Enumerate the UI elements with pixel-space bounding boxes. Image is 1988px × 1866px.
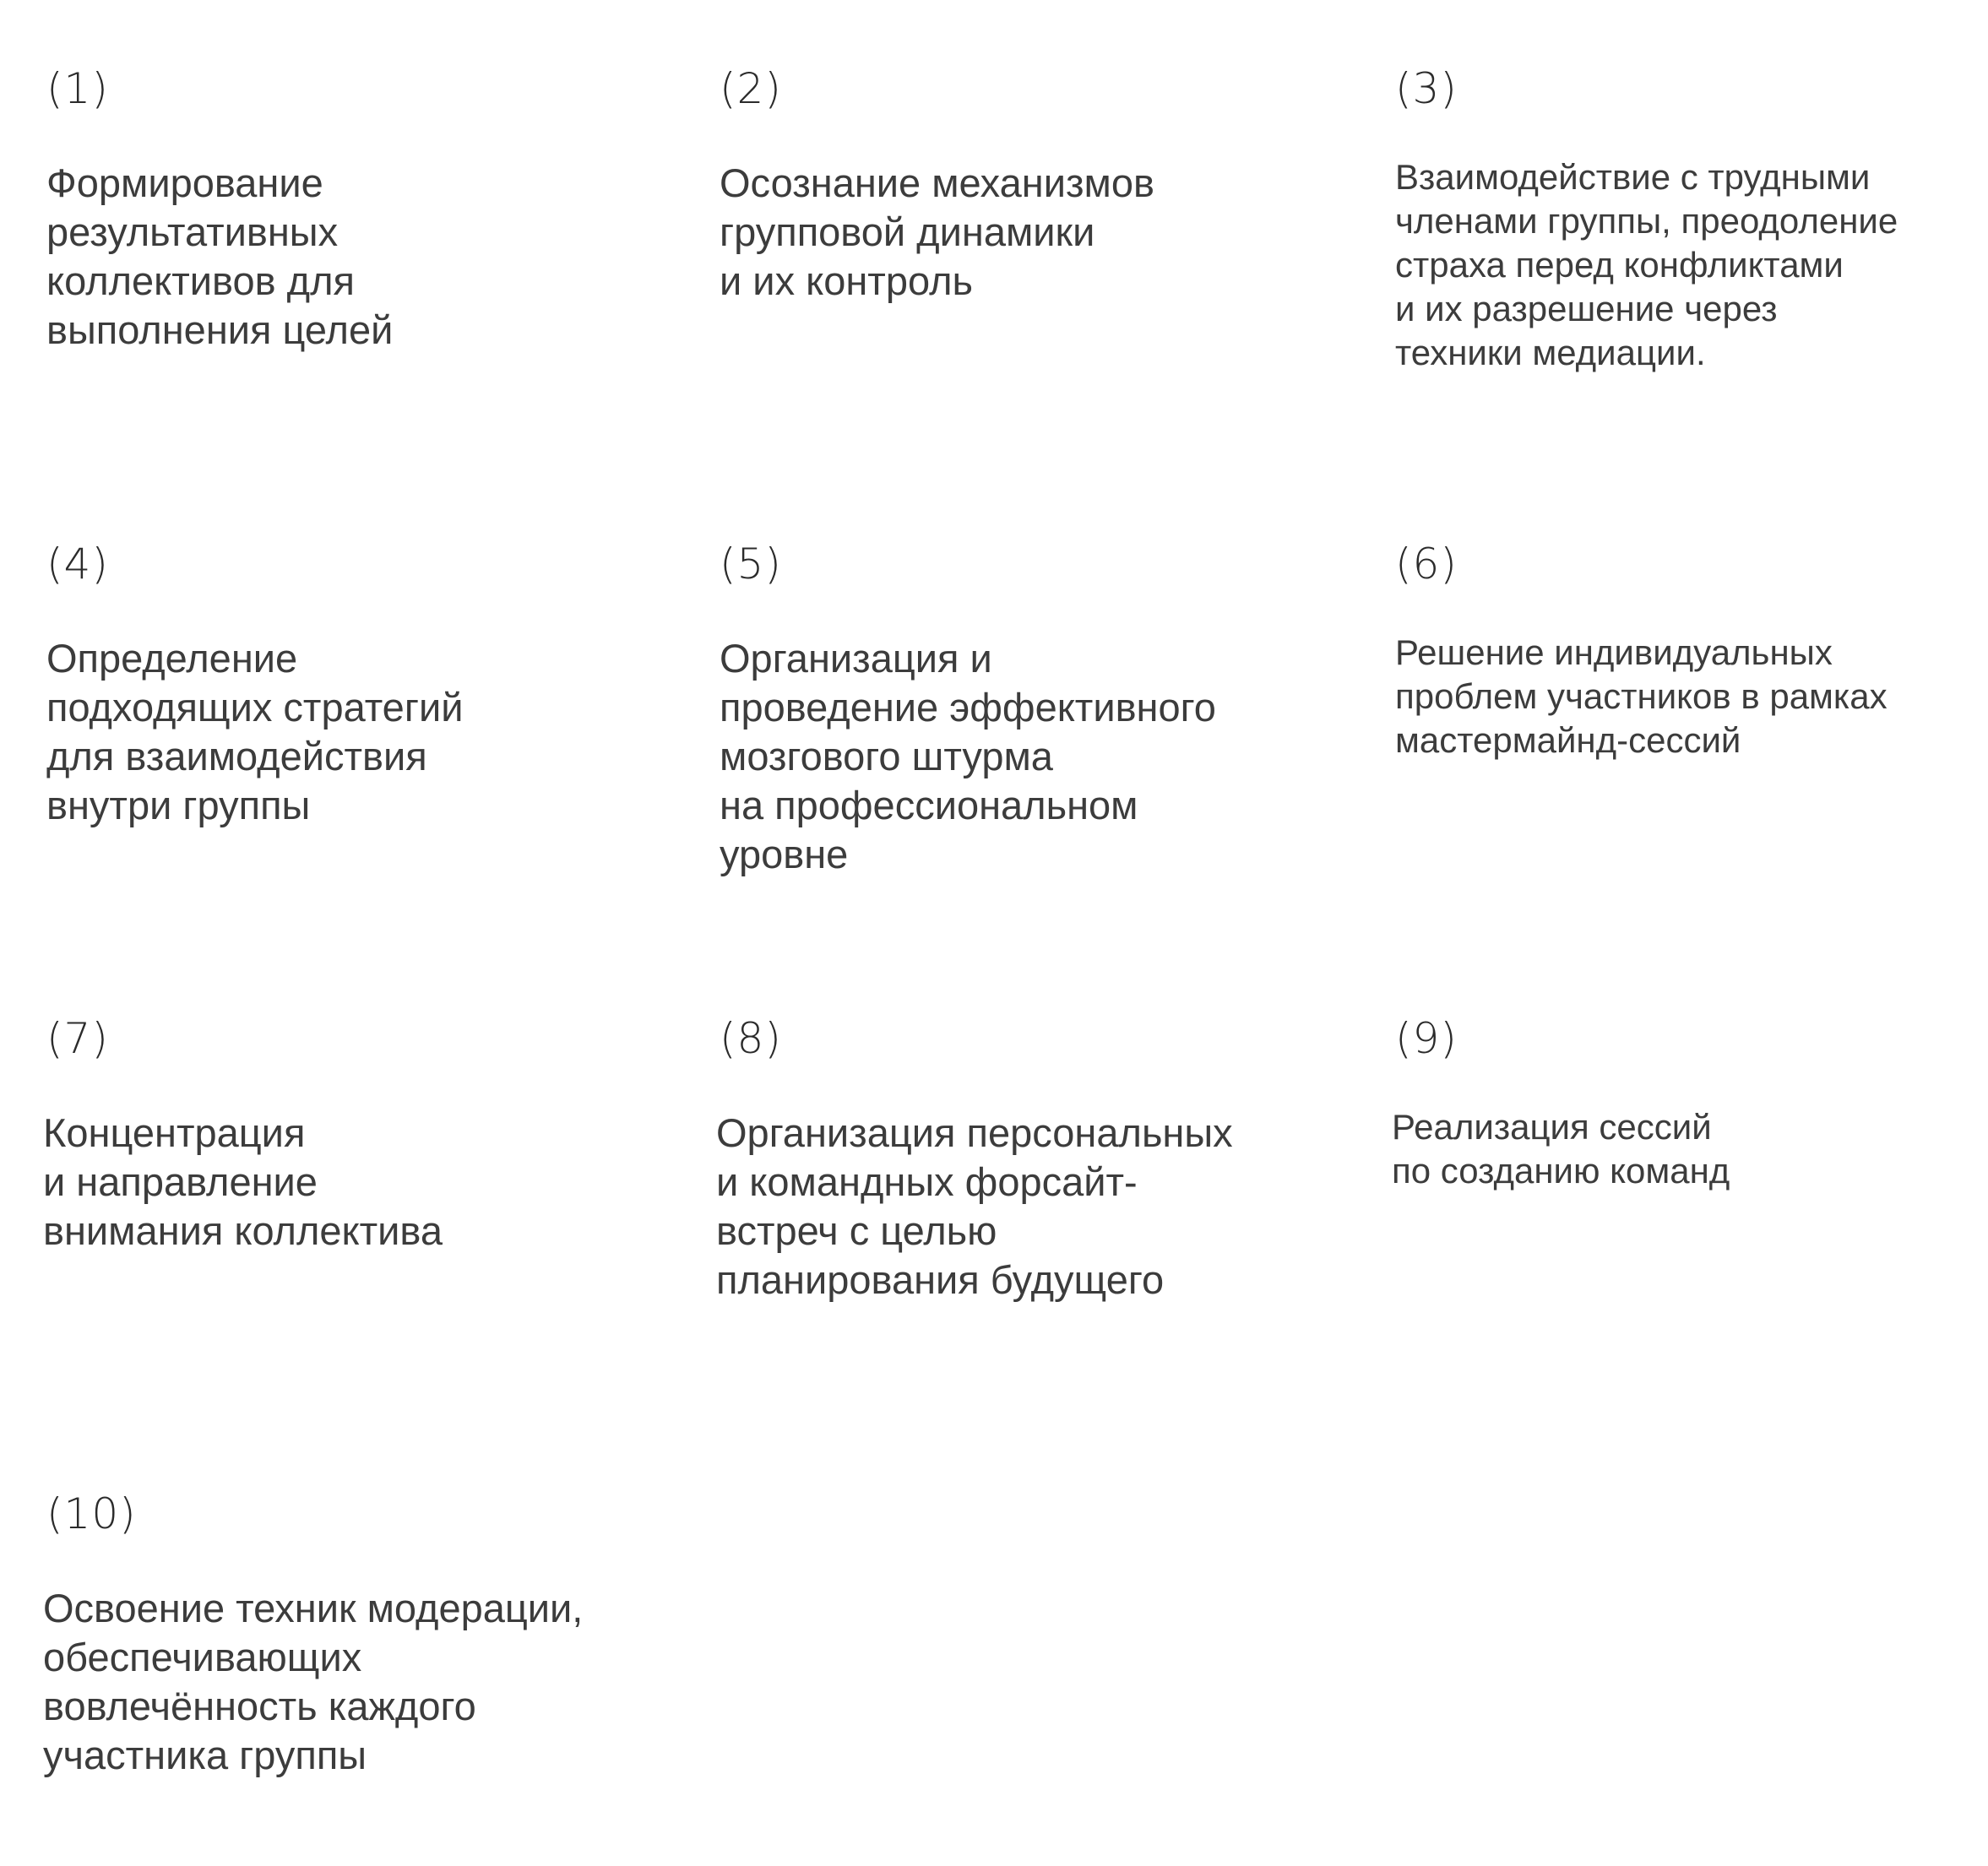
item-number: (8)	[720, 1014, 782, 1063]
item-number: (7)	[46, 1014, 109, 1063]
list-item-8: (8) Организация персональных и командных…	[716, 1014, 1233, 1305]
item-text: Реализация сессий по созданию команд	[1392, 1107, 1730, 1191]
item-number: (5)	[720, 540, 782, 589]
list-item-3: (3) Взаимодействие с трудными членами гр…	[1395, 68, 1898, 375]
item-number: (4)	[46, 540, 109, 589]
list-item-2: (2) Осознание механизмов групповой динам…	[720, 68, 1154, 306]
item-text: Определение подходящих стратегий для вза…	[46, 636, 464, 827]
item-text: Осознание механизмов групповой динамики …	[720, 160, 1154, 303]
item-text: Организация и проведение эффективного мо…	[720, 636, 1216, 876]
list-item-1: (1) Формирование результативных коллекти…	[46, 68, 393, 355]
item-number: (6)	[1395, 540, 1458, 589]
list-item-6: (6) Решение индивидуальных проблем участ…	[1395, 543, 1888, 762]
item-number: (10)	[46, 1489, 137, 1538]
item-number: (3)	[1395, 64, 1458, 113]
item-number: (1)	[46, 64, 109, 113]
list-item-10: (10) Освоение техник модерации, обеспечи…	[43, 1489, 584, 1780]
item-text: Освоение техник модерации, обеспечивающи…	[43, 1586, 584, 1777]
item-text: Решение индивидуальных проблем участнико…	[1395, 632, 1888, 760]
item-text: Формирование результативных коллективов …	[46, 160, 394, 352]
list-item-7: (7) Концентрация и направление внимания …	[43, 1014, 443, 1256]
list-item-4: (4) Определение подходящих стратегий для…	[46, 543, 463, 830]
item-text: Концентрация и направление внимания колл…	[43, 1110, 443, 1253]
list-item-5: (5) Организация и проведение эффективног…	[720, 543, 1216, 879]
list-item-9: (9) Реализация сессий по созданию команд	[1392, 1014, 1730, 1193]
item-text: Взаимодействие с трудными членами группы…	[1395, 157, 1898, 372]
item-text: Организация персональных и командных фор…	[716, 1110, 1233, 1302]
item-number: (9)	[1395, 1014, 1458, 1063]
item-number: (2)	[720, 64, 782, 113]
